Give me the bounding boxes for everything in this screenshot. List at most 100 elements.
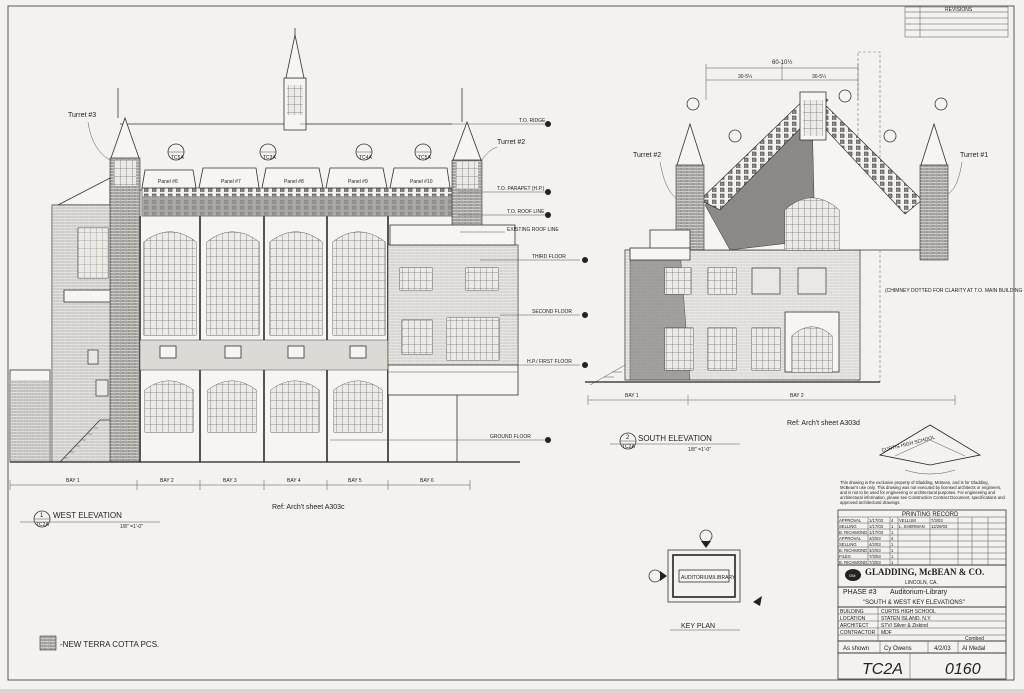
printing-record-cell: 4/2/03 [869,542,881,547]
callout-bubble: TC5A [167,143,184,161]
sheet-number: TC2A [862,661,903,678]
printing-record-cell: B. RICHMOND [839,548,867,553]
building-label: Auditorium-Library [890,589,948,596]
level-label: EXISTING ROOF LINE [507,227,559,233]
callout-bubble: TC3A [259,143,276,161]
svg-text:2: 2 [626,435,630,441]
west-elevation-label: WEST ELEVATION [53,511,122,520]
printing-record-cell: B. RICHMOND [839,560,867,565]
south-elevation-title: 2 TC2A SOUTH ELEVATION 1/8" =1'-0" [610,432,740,453]
job-number: 0160 [945,661,981,678]
svg-text:TC5A: TC5A [171,155,184,161]
dimension-label: 60-10½ [772,59,792,66]
field-value: STV/ Silver & Ziskind [881,623,928,629]
printing-record-cell: 12/29/03 [931,524,948,529]
printing-record-cell: 7/3/03 [931,518,943,523]
panel-label: Panel #7 [221,179,241,185]
bay-label: BAY 1 [625,393,639,399]
date-value: 4/2/03 [934,646,951,652]
key-plan-label: AUDITORIUM/LIBRARY [681,575,736,581]
bay-label: BAY 1 [66,478,80,484]
svg-text:TC2A: TC2A [622,444,635,450]
legend: -NEW TERRA COTTA PCS. [39,635,159,651]
svg-text:BUILDING: BUILDING [840,609,864,615]
printing-record-cell: SELLING [839,524,857,529]
level-marker-icon [582,312,588,318]
dimension-label: 30-5¼ [812,74,827,80]
west-elevation-title: 1 TC2A WEST ELEVATION 1/8" =1'-0" [20,510,160,530]
bay-label: BAY 4 [287,478,301,484]
panel-label: Panel #9 [348,179,368,185]
panel-label: Panel #8 [284,179,304,185]
field-value: STATEN ISLAND, N.Y. [881,616,931,622]
disclaimer-text: This drawing is the exclusive property o… [840,480,1005,505]
school-logo: CURTIS HIGH SCHOOL [878,424,982,475]
svg-text:1: 1 [40,513,44,519]
west-bay-dimensions: BAY 1 BAY 2 BAY 3 BAY 4 BAY 5 BAY 6 Ref:… [9,478,471,511]
sheet-title: "SOUTH & WEST KEY ELEVATIONS" [863,600,965,606]
bay-label: BAY 6 [420,478,434,484]
level-label: THIRD FLOOR [532,254,566,260]
west-elevation-drawing [9,28,520,463]
printing-record-cell: 1 [891,542,894,547]
printing-record-cell: 1 [891,554,894,559]
callout-bubble: TC4A [355,143,372,161]
printing-record-title: PRINTING RECORD [902,512,959,518]
bay-label: BAY 3 [223,478,237,484]
printing-record-cell: 1/17/03 [869,518,884,523]
revisions-header: REVISIONS [945,7,973,13]
west-level-lines: T.O. RIDGE T.O. PARAPET (H.P.) T.O. ROOF… [300,118,588,443]
scale-value: As shown [843,646,869,652]
printing-record-cell: APPROVAL [839,536,862,541]
finish-label: Combed [965,636,984,642]
company-block: GM GLADDING, McBEAN & CO. LINCOLN, CA. [837,564,1007,588]
turret-label: Turret #2 [633,152,661,159]
svg-text:GM: GM [849,573,855,578]
level-marker-icon [545,189,551,195]
key-plan-title: KEY PLAN [681,623,715,630]
printing-record-cell: 1 [891,530,894,535]
level-label: SECOND FLOOR [532,309,572,315]
key-plan: AUDITORIUM/LIBRARY KEY PLAN [648,529,762,631]
drawn-by: Cy Owens [884,646,912,652]
printing-record-cell: FILES [839,554,851,559]
turret-label: Turret #3 [68,112,96,119]
bay-label: BAY 2 [160,478,174,484]
callout-bubble [838,89,852,103]
printing-record-cell: 4 [891,536,894,541]
section-marker-icon [648,569,662,583]
svg-text:TC3A: TC3A [263,155,276,161]
section-marker-icon [699,529,713,543]
company-location: LINCOLN, CA. [905,580,938,586]
level-marker-icon [582,257,588,263]
chimney-note: (CHIMNEY DOTTED FOR CLARITY AT T.O. MAIN… [885,288,1022,294]
disclaimer-block: This drawing is the exclusive property o… [840,480,1005,505]
level-marker-icon [545,212,551,218]
panel-label: Panel #6 [158,179,178,185]
terra-cotta-swatch-icon [39,635,57,651]
panel-label: Panel #10 [410,179,433,185]
printing-record-cell: 4 [891,518,894,523]
printing-record-cell: L. SHERMAN [899,524,925,529]
printing-record-cell: 4/2/03 [869,536,881,541]
north-arrow-icon [753,596,762,606]
level-label: T.O. RIDGE [519,118,546,124]
bay-label: BAY 2 [790,393,804,399]
turret-label: Turret #2 [497,139,525,146]
callout-bubble [686,97,700,111]
printing-record-cell: 7/3/03 [869,560,881,565]
level-marker-icon [545,437,551,443]
svg-text:TC5A: TC5A [418,155,431,161]
bay-label: BAY 5 [348,478,362,484]
printing-record-cell: 1 [891,560,894,565]
checked-by: Al Medal [962,646,985,652]
svg-text:ARCHITECT: ARCHITECT [840,623,869,629]
level-marker-icon [582,362,588,368]
south-ref: Ref: Arch't sheet A303d [787,420,860,427]
dimension-label: 30-5¼ [738,74,753,80]
printing-record-cell: 1 [891,524,894,529]
field-value: CURTIS HIGH SCHOOL [881,609,936,615]
